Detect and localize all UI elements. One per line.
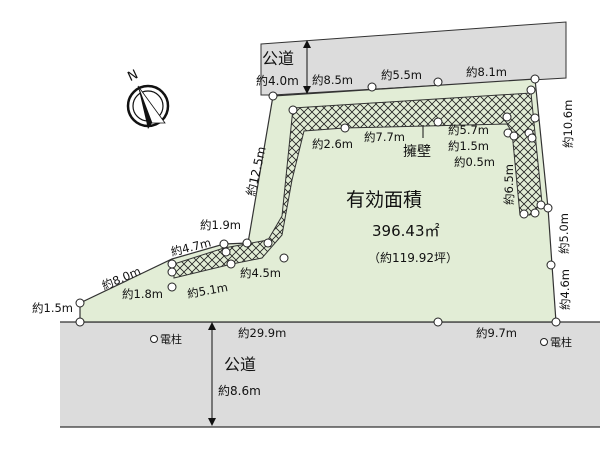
svg-text:約5.5m: 約5.5m bbox=[381, 68, 422, 82]
svg-text:約5.0m: 約5.0m bbox=[557, 213, 571, 254]
area-tsubo: （約119.92坪） bbox=[368, 250, 458, 265]
area-sqm: 396.43㎡ bbox=[372, 222, 440, 240]
area-title: 有効面積 bbox=[346, 189, 422, 211]
svg-text:約4.5m: 約4.5m bbox=[240, 266, 281, 280]
svg-text:約29.9m: 約29.9m bbox=[238, 326, 286, 340]
svg-text:約5.7m: 約5.7m bbox=[448, 123, 489, 137]
svg-text:電柱: 電柱 bbox=[550, 335, 572, 349]
svg-text:約9.7m: 約9.7m bbox=[476, 326, 517, 340]
svg-text:約6.5m: 約6.5m bbox=[502, 164, 516, 205]
top-road-label: 公道 bbox=[262, 49, 294, 68]
bottom-road bbox=[60, 322, 600, 427]
utility-pole-left: 電柱 bbox=[150, 332, 182, 346]
svg-text:電柱: 電柱 bbox=[160, 332, 182, 346]
top-road-width-arrow bbox=[303, 40, 311, 94]
svg-text:約8.1m: 約8.1m bbox=[466, 65, 507, 79]
svg-text:約8.5m: 約8.5m bbox=[312, 73, 353, 87]
svg-text:N: N bbox=[125, 67, 140, 85]
svg-text:約10.6m: 約10.6m bbox=[561, 100, 575, 148]
svg-text:約1.9m: 約1.9m bbox=[200, 218, 241, 232]
svg-text:約1.5m: 約1.5m bbox=[448, 139, 489, 153]
svg-text:約1.5m: 約1.5m bbox=[32, 301, 73, 315]
bottom-road-width: 約8.6m bbox=[218, 383, 261, 398]
svg-text:約0.5m: 約0.5m bbox=[454, 155, 495, 169]
svg-text:約1.8m: 約1.8m bbox=[122, 287, 163, 301]
utility-pole-right: 電柱 bbox=[540, 335, 572, 349]
retaining-wall-label: 擁壁 bbox=[403, 144, 431, 160]
svg-text:約2.6m: 約2.6m bbox=[312, 137, 353, 151]
top-road-width: 約4.0m bbox=[256, 73, 299, 88]
survey-points bbox=[75, 74, 561, 327]
bottom-road-width-arrow bbox=[208, 322, 216, 426]
bottom-road-label: 公道 bbox=[224, 355, 256, 374]
svg-text:約4.6m: 約4.6m bbox=[558, 269, 572, 310]
compass-icon: N bbox=[125, 67, 170, 129]
svg-text:約7.7m: 約7.7m bbox=[364, 130, 405, 144]
